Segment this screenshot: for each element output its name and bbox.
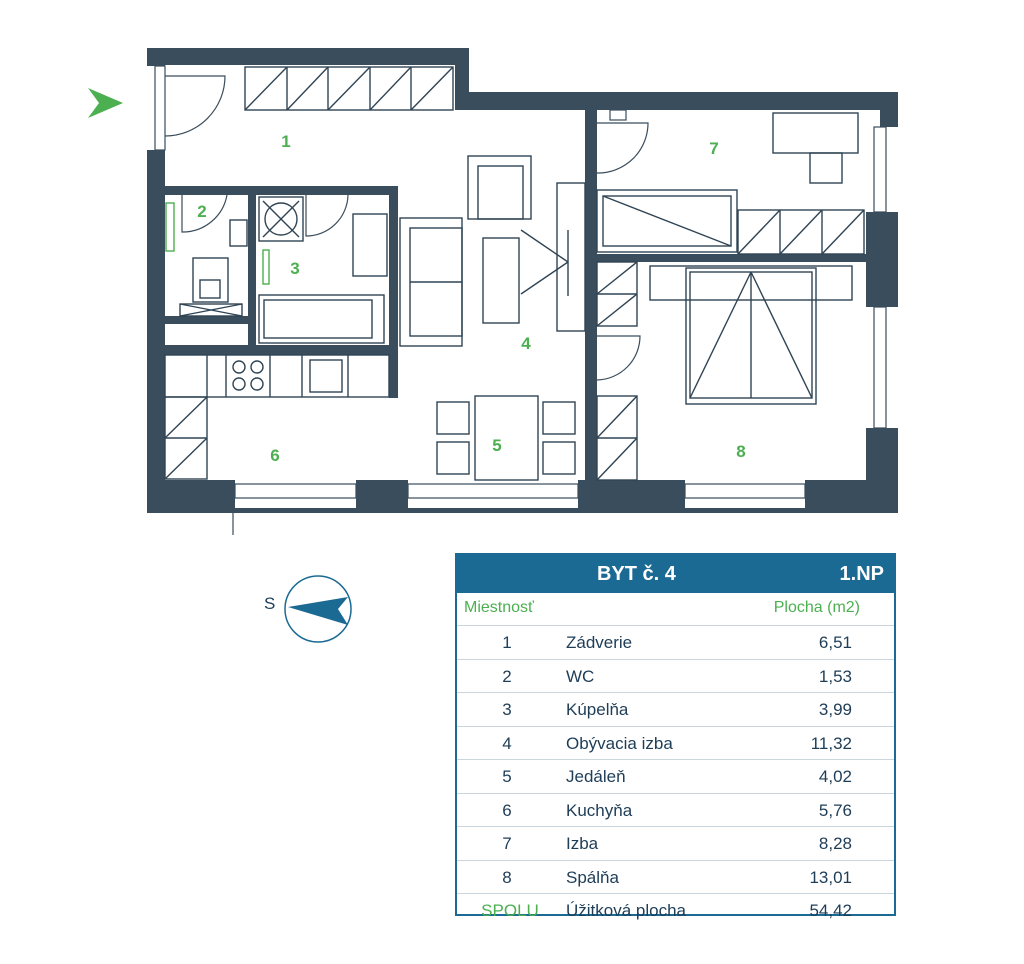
row-number: 6	[502, 800, 512, 820]
table-row: 7 Izba 8,28	[457, 827, 894, 861]
room-number-1: 1	[281, 132, 290, 151]
total-name: Úžitková plocha	[566, 901, 687, 920]
entrance-arrow-icon	[88, 88, 123, 118]
compass-ring	[284, 575, 352, 643]
row-number: 7	[502, 834, 512, 853]
window-frames	[232, 126, 887, 535]
walls	[147, 48, 898, 513]
room-number-7: 7	[709, 139, 718, 158]
table-row: 6 Kuchyňa 5,76	[457, 794, 894, 827]
row-name: Spálňa	[566, 867, 619, 887]
row-area: 13,01	[809, 867, 852, 887]
room-number-4: 4	[521, 334, 531, 353]
column-room: Miestnosť	[464, 599, 535, 616]
room-number-8: 8	[736, 442, 745, 461]
row-name: Zádverie	[566, 633, 633, 652]
compass-label: S	[264, 594, 275, 613]
room-numbers: 1 2 3 4 5 6 7 8	[197, 132, 745, 465]
row-name: Obývacia izba	[566, 733, 673, 753]
row-number: 4	[502, 733, 512, 753]
row-name: Jedáleň	[566, 767, 626, 786]
room-number-2: 2	[197, 202, 206, 221]
floor-plan: 1 2 3 4 5 6 7 8	[88, 48, 898, 535]
row-name: Izba	[566, 834, 599, 853]
row-area: 1,53	[818, 666, 852, 686]
row-number: 8	[502, 867, 512, 887]
row-area: 5,76	[818, 800, 852, 820]
room-number-3: 3	[290, 259, 299, 278]
doors	[154, 65, 649, 381]
room-legend-table: BYT č. 4 1.NP Miestnosť Plocha (m2) 1 Zád…	[455, 553, 896, 920]
table-row: 8 Spálňa 13,01	[457, 861, 894, 894]
table-row-total: SPOLU Úžitková plocha 54,42	[457, 894, 894, 927]
row-number: 1	[502, 633, 512, 652]
table-row: 4 Obývacia izba 11,32	[457, 727, 894, 760]
row-area: 6,51	[818, 633, 852, 652]
room-number-5: 5	[492, 436, 501, 455]
table-row: 5 Jedáleň 4,02	[457, 760, 894, 794]
legend-column-headers: Miestnosť Plocha (m2)	[457, 593, 894, 626]
row-area: 4,02	[818, 767, 852, 786]
table-row: 2 WC 1,53	[457, 660, 894, 693]
legend-header: BYT č. 4 1.NP	[457, 555, 894, 593]
compass-needle-icon	[288, 597, 348, 625]
compass: S	[264, 575, 352, 643]
legend-title: BYT č. 4	[597, 563, 676, 585]
row-area: 8,28	[818, 834, 852, 853]
table-row: 1 Zádverie 6,51	[457, 626, 894, 660]
row-name: Kuchyňa	[566, 800, 633, 820]
row-area: 11,32	[810, 733, 852, 753]
total-label: SPOLU	[481, 901, 539, 920]
row-name: Kúpelňa	[566, 700, 629, 719]
furniture	[164, 66, 865, 481]
row-number: 3	[502, 700, 512, 719]
row-name: WC	[566, 666, 595, 686]
row-number: 5	[502, 767, 512, 786]
table-row: 3 Kúpelňa 3,99	[457, 693, 894, 727]
column-area: Plocha (m2)	[773, 599, 860, 616]
total-area: 54,42	[809, 901, 852, 920]
row-area: 3,99	[818, 700, 852, 719]
room-number-6: 6	[270, 446, 279, 465]
legend-floor: 1.NP	[839, 563, 884, 585]
row-number: 2	[502, 666, 512, 686]
